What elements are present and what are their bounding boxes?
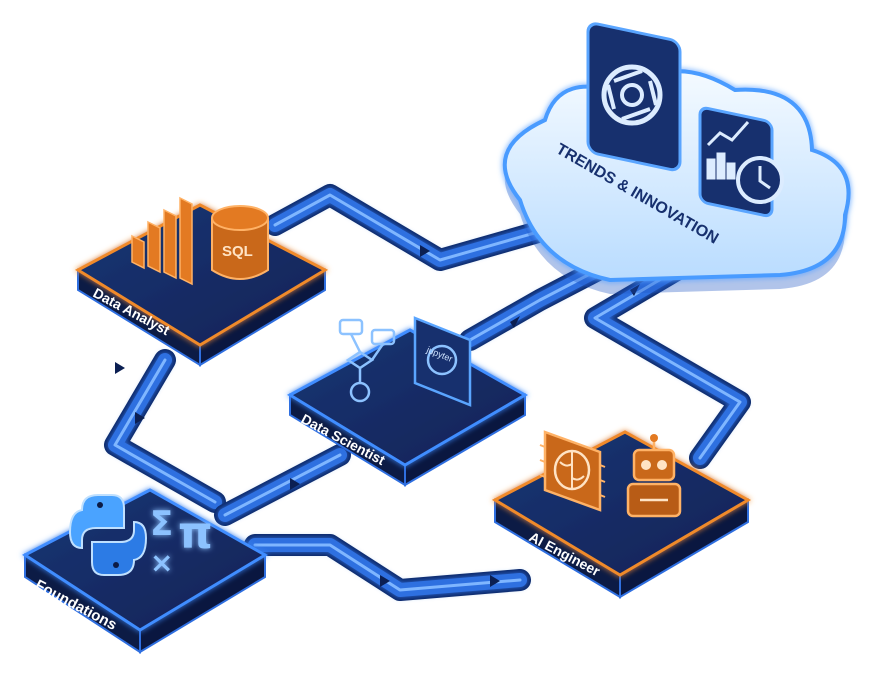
flowchart-icon bbox=[338, 318, 396, 403]
pipe-foundations-to-scientist bbox=[214, 444, 351, 526]
cloud-trends-innovation: TRENDS & INNOVATION bbox=[502, 22, 851, 294]
times-symbol: × bbox=[150, 546, 173, 579]
analytics-clock-icon bbox=[698, 106, 784, 218]
flow-arrow bbox=[135, 412, 145, 424]
tile-data-scientist: jupyter Data Scientist bbox=[286, 316, 529, 487]
flow-arrow bbox=[380, 575, 390, 587]
python-logo-icon bbox=[68, 494, 148, 576]
flow-arrow bbox=[630, 284, 640, 296]
brain-chip-icon bbox=[539, 430, 606, 512]
flow-arrow bbox=[290, 478, 300, 490]
math-symbols-icon: Σ π × bbox=[150, 504, 213, 579]
sql-text: SQL bbox=[222, 243, 253, 260]
openai-logo-icon bbox=[586, 22, 682, 172]
pipe-foundations-to-ai-engineer bbox=[244, 534, 531, 601]
pi-symbol: π bbox=[178, 508, 213, 559]
pipe-analyst-to-cloud bbox=[264, 184, 591, 271]
sql-database-icon: SQL bbox=[211, 205, 269, 280]
tile-data-analyst: SQL Data Analyst bbox=[74, 196, 329, 367]
flow-arrows bbox=[115, 245, 640, 587]
flow-arrow bbox=[510, 316, 520, 328]
flow-arrow bbox=[115, 362, 125, 374]
sigma-symbol: Σ bbox=[150, 504, 173, 544]
robot-icon bbox=[626, 434, 682, 518]
pipe-foundations-to-analyst bbox=[104, 349, 226, 513]
flow-arrow bbox=[420, 245, 430, 257]
pipe-cloud-to-ai-engineer bbox=[584, 251, 751, 469]
jupyter-notebook-icon: jupyter bbox=[413, 316, 472, 407]
tile-ai-engineer: AI Engineer bbox=[491, 430, 752, 599]
flow-arrow bbox=[490, 575, 500, 587]
bar-chart-icon bbox=[131, 196, 193, 286]
